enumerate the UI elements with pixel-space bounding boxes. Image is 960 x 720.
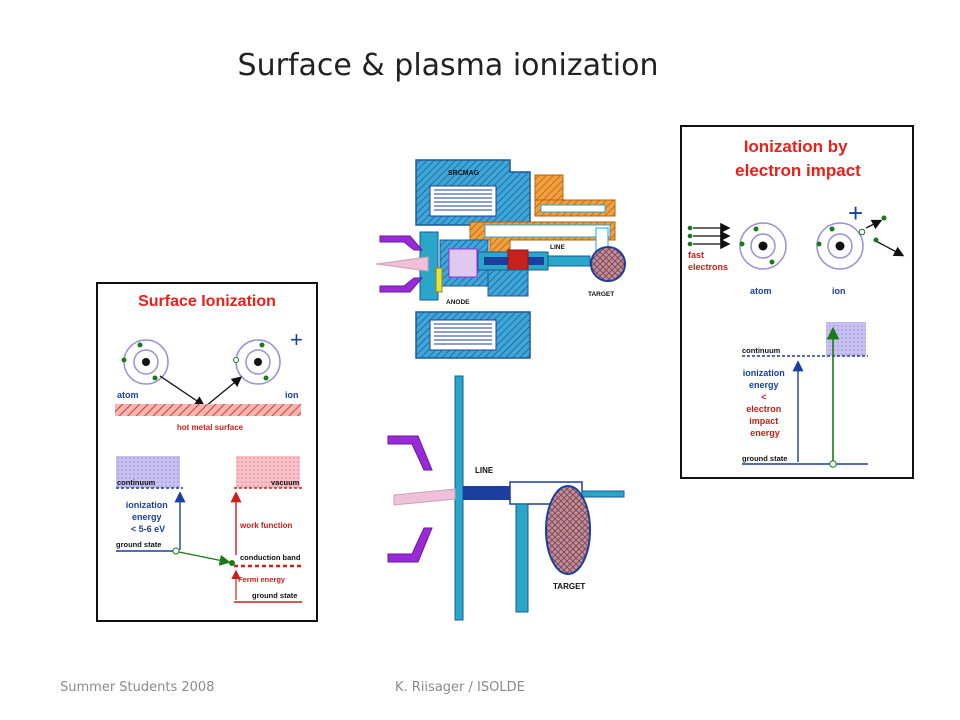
electron-continuum-label: continuum <box>742 346 781 355</box>
electron-atom-icon <box>739 222 787 270</box>
conduction-band-label: conduction band <box>240 553 301 562</box>
surface-ionization-text: ionization energy < 5-6 eV <box>126 500 171 534</box>
anode-label: ANODE <box>446 299 470 306</box>
electron-ion-icon <box>816 222 866 270</box>
surface-panel-title: Surface Ionization <box>138 293 276 310</box>
surface-atom-icon <box>121 339 169 385</box>
surface-atom-label: atom <box>117 390 139 400</box>
surface-label: hot metal surface <box>177 423 244 432</box>
surface-continuum-label: continuum <box>117 478 156 487</box>
electron-plus-sign: + <box>848 198 863 228</box>
fast-electrons-icon <box>687 222 731 250</box>
electron-ion-label: ion <box>832 286 846 296</box>
slide-title: Surface & plasma ionization <box>237 48 659 83</box>
electron-ground-state-label: ground state <box>742 454 787 463</box>
simple-target-label: TARGET <box>553 582 585 591</box>
footer-left: Summer Students 2008 <box>60 680 215 695</box>
electron-impact-panel: Ionization by electron impact fast elect… <box>680 125 914 479</box>
work-function-label: work function <box>239 521 293 530</box>
surface-ion-icon <box>233 339 281 385</box>
simple-line-label: LINE <box>475 466 494 475</box>
footer-center: K. Riisager / ISOLDE <box>395 680 525 695</box>
surface-plus-sign: + <box>290 327 303 352</box>
fermi-energy-label: Fermi energy <box>238 575 286 584</box>
surface-ground-state-right-label: ground state <box>252 591 297 600</box>
surface-vacuum-label: vacuum <box>271 478 300 487</box>
hot-metal-surface <box>115 404 301 416</box>
fast-electrons-label: fast electrons <box>688 250 728 272</box>
surface-ground-state-label: ground state <box>116 540 161 549</box>
electron-atom-label: atom <box>750 286 772 296</box>
plasma-line-label: LINE <box>550 244 565 251</box>
surface-ionization-panel: Surface Ionization atom + ion hot me <box>96 282 318 622</box>
srcmag-label: SRCMAG <box>448 170 480 177</box>
surface-source-diagram: LINE TARGET <box>387 375 625 621</box>
electron-ionization-text: ionization energy < electron impact ener… <box>743 368 788 438</box>
surface-ion-label: ion <box>285 390 299 400</box>
plasma-source-diagram: SRCMAG LINE ANODE TARGET <box>375 159 626 359</box>
electron-panel-title: Ionization by electron impact <box>735 137 861 180</box>
plasma-target-label: TARGET <box>588 291 614 298</box>
